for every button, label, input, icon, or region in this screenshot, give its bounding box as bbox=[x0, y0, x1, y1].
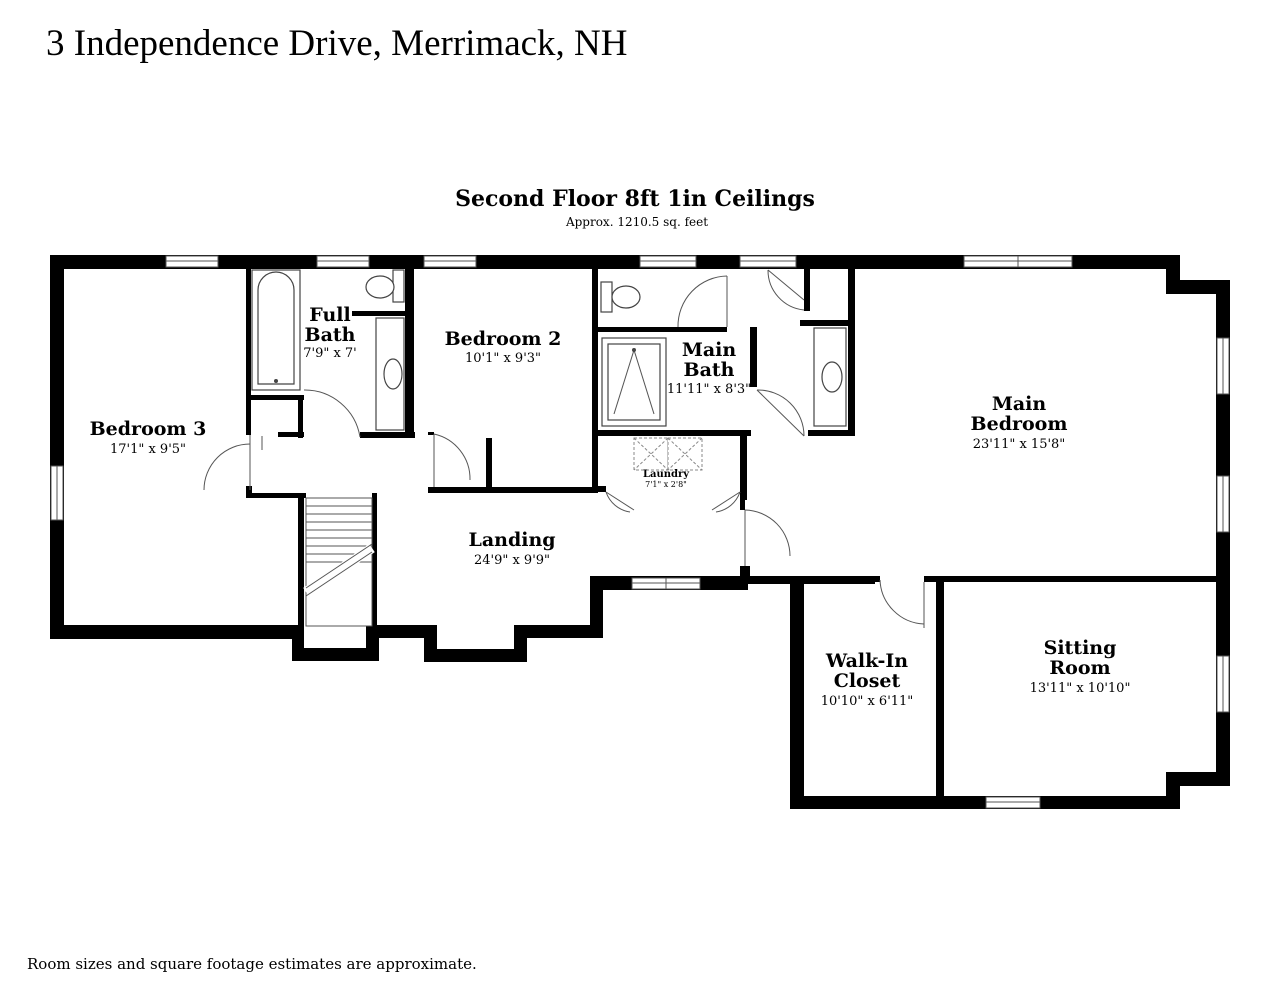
room-sitting-room: Sitting Room 13'11" x 10'10" bbox=[1030, 637, 1131, 696]
interior-walls bbox=[246, 255, 1220, 800]
room-bedroom-2: Bedroom 2 10'1" x 9'3" bbox=[445, 328, 562, 366]
room-name: Closet bbox=[834, 670, 901, 692]
room-full-bath: Full Bath 7'9" x 7' bbox=[303, 304, 357, 361]
room-dimensions: 24'9" x 9'9" bbox=[474, 553, 550, 568]
disclaimer: Room sizes and square footage estimates … bbox=[27, 955, 477, 973]
toilet-icon bbox=[365, 269, 405, 303]
tub-icon bbox=[251, 269, 301, 391]
room-laundry: Laundry 7'1" x 2'8" bbox=[643, 469, 690, 489]
room-landing: Landing 24'9" x 9'9" bbox=[468, 529, 555, 568]
room-dimensions: 13'11" x 10'10" bbox=[1030, 681, 1131, 696]
room-name: Landing bbox=[468, 529, 555, 551]
room-name: Bedroom 2 bbox=[445, 328, 562, 350]
room-dimensions: 17'1" x 9'5" bbox=[110, 442, 186, 457]
room-dimensions: 7'1" x 2'8" bbox=[645, 480, 687, 489]
sink-icon bbox=[813, 327, 847, 427]
room-dimensions: 11'11" x 8'3" bbox=[667, 382, 751, 397]
room-name: Room bbox=[1049, 657, 1110, 679]
room-bedroom-3: Bedroom 3 17'1" x 9'5" bbox=[90, 418, 207, 457]
laundry-machines-icon bbox=[633, 437, 703, 471]
floor-area: Approx. 1210.5 sq. feet bbox=[565, 215, 709, 229]
room-main-bedroom: Main Bedroom 23'11" x 15'8" bbox=[971, 393, 1068, 452]
toilet-icon bbox=[600, 281, 641, 313]
doors bbox=[203, 269, 925, 628]
shower-icon bbox=[601, 337, 667, 427]
room-dimensions: 10'10" x 6'11" bbox=[821, 694, 914, 709]
room-name: Main bbox=[682, 339, 737, 361]
room-name: Laundry bbox=[643, 469, 690, 480]
property-address: 3 Independence Drive, Merrimack, NH bbox=[46, 23, 628, 64]
room-name: Main bbox=[992, 393, 1047, 415]
room-dimensions: 7'9" x 7' bbox=[303, 346, 357, 361]
sink-icon bbox=[375, 317, 405, 431]
room-name: Sitting bbox=[1044, 637, 1117, 659]
room-dimensions: 10'1" x 9'3" bbox=[465, 351, 541, 366]
room-name: Bath bbox=[684, 359, 735, 381]
room-walk-in-closet: Walk-In Closet 10'10" x 6'11" bbox=[821, 650, 914, 709]
room-name: Bedroom bbox=[971, 413, 1068, 435]
room-name: Bedroom 3 bbox=[90, 418, 207, 440]
floor-title: Second Floor 8ft 1in Ceilings bbox=[455, 186, 815, 212]
room-main-bath: Main Bath 11'11" x 8'3" bbox=[667, 339, 751, 397]
room-name: Walk-In bbox=[825, 650, 908, 672]
stairs-icon bbox=[303, 497, 375, 627]
room-name: Full bbox=[309, 304, 350, 326]
window-sills bbox=[56, 260, 1224, 803]
room-dimensions: 23'11" x 15'8" bbox=[973, 437, 1066, 452]
room-name: Bath bbox=[305, 324, 356, 346]
